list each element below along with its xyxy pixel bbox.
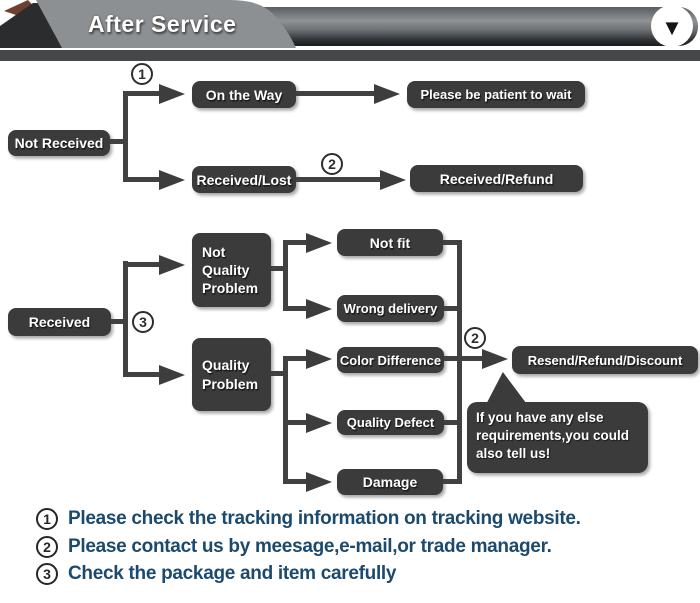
node-not-quality-problem: Not Quality Problem [192,233,271,307]
triangle-down-icon: ▼ [661,14,683,40]
node-wrong-delivery: Wrong delivery [337,295,444,322]
note-row-2: 2 Please contact us by meesage,e-mail,or… [36,536,552,558]
connector-line [283,356,308,361]
node-not-received: Not Received [8,130,110,156]
connector-line [123,91,159,96]
connector-line [443,479,458,484]
note-3-badge: 3 [36,563,58,585]
note-2-badge: 2 [36,536,58,558]
header-banner-shape [36,0,296,48]
header-separator [0,50,700,61]
speech-bubble: If you have any else requirements,you co… [467,402,648,473]
node-quality-problem: Quality Problem [192,338,271,411]
node-resend-refund-discount: Resend/Refund/Discount [512,346,698,374]
connector-line [111,319,127,324]
connector-line [296,91,374,96]
connector-line [271,371,287,376]
node-quality-defect: Quality Defect [337,410,444,435]
arrowhead-icon [374,84,400,104]
connector-line [110,139,126,144]
node-received-refund: Received/Refund [410,165,583,192]
connector-line [283,420,308,425]
arrowhead-icon [159,170,185,190]
arrowhead-icon [482,349,508,369]
note-1-badge: 1 [36,508,58,530]
node-please-wait: Please be patient to wait [407,81,585,108]
connector-line [123,262,159,267]
arrowhead-icon [306,413,332,433]
connector-line [123,177,159,182]
node-not-fit: Not fit [337,229,443,256]
connector-line [457,240,462,484]
connector-line [283,240,308,245]
node-received-lost: Received/Lost [192,166,296,193]
arrowhead-icon [306,472,332,492]
note-2-text: Please contact us by meesage,e-mail,or t… [68,536,552,557]
arrowhead-icon [306,233,332,253]
arrowhead-icon [159,365,185,385]
connector-line [123,91,128,182]
node-damage: Damage [337,469,443,495]
connector-line [444,306,458,311]
connector-line [443,240,459,245]
connector-line [283,240,288,311]
badge-2b: 2 [464,327,486,349]
badge-3: 3 [132,311,154,333]
connector-line [296,177,380,182]
connector-line [283,479,308,484]
node-received: Received [8,308,111,336]
node-on-the-way: On the Way [192,81,296,108]
collapse-button[interactable]: ▼ [651,5,693,47]
note-row-1: 1 Please check the tracking information … [36,508,581,530]
header-graphic [0,0,698,48]
node-color-difference: Color Difference [337,347,444,373]
arrowhead-icon [380,170,406,190]
connector-line [123,261,128,377]
connector-line [123,372,159,377]
connector-line [444,420,458,425]
note-1-text: Please check the tracking information on… [68,508,581,529]
connector-line [444,356,484,361]
badge-2: 2 [321,153,343,175]
arrowhead-icon [306,299,332,319]
page-title: After Service [88,11,237,37]
arrowhead-icon [306,349,332,369]
note-row-3: 3 Check the package and item carefully [36,563,396,585]
arrowhead-icon [159,255,185,275]
badge-1: 1 [131,63,153,85]
connector-line [283,306,308,311]
note-3-text: Check the package and item carefully [68,563,397,584]
speech-bubble-tail [486,372,527,404]
connector-line [271,266,287,271]
arrowhead-icon [159,84,185,104]
